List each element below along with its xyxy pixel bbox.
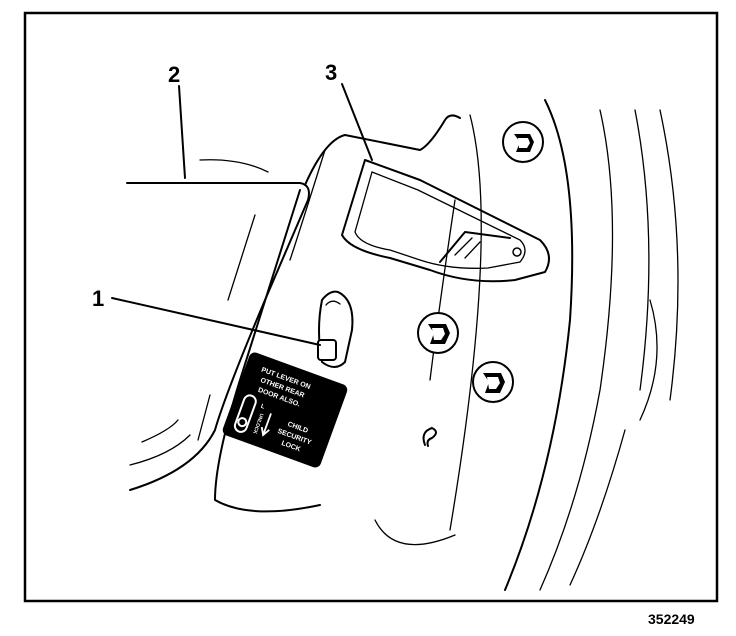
door-edge-curves [504,99,679,591]
label-switch-top: L [260,404,266,411]
label-arrow [260,413,272,437]
callout-1: 1 [92,286,104,311]
door-panel [126,159,310,491]
child-lock-label: PUT LEVER ON OTHER REAR DOOR ALSO. L UNL… [222,352,348,468]
leader-lines [111,83,373,346]
screw-hole-mark [422,427,437,447]
screw-lower [472,361,514,403]
door-lock-face [214,114,482,546]
child-lock-lever [317,290,354,368]
callout-3: 3 [325,60,337,85]
latch-recess [341,159,550,283]
figure-id: 352249 [648,611,695,627]
leader-1 [111,297,321,346]
screw-upper [502,121,544,163]
leader-2 [178,85,186,179]
label-switch-slot [233,394,257,433]
screw-middle [417,312,459,354]
callout-2: 2 [168,62,180,87]
figure-frame [23,11,719,603]
leader-3 [341,83,373,161]
